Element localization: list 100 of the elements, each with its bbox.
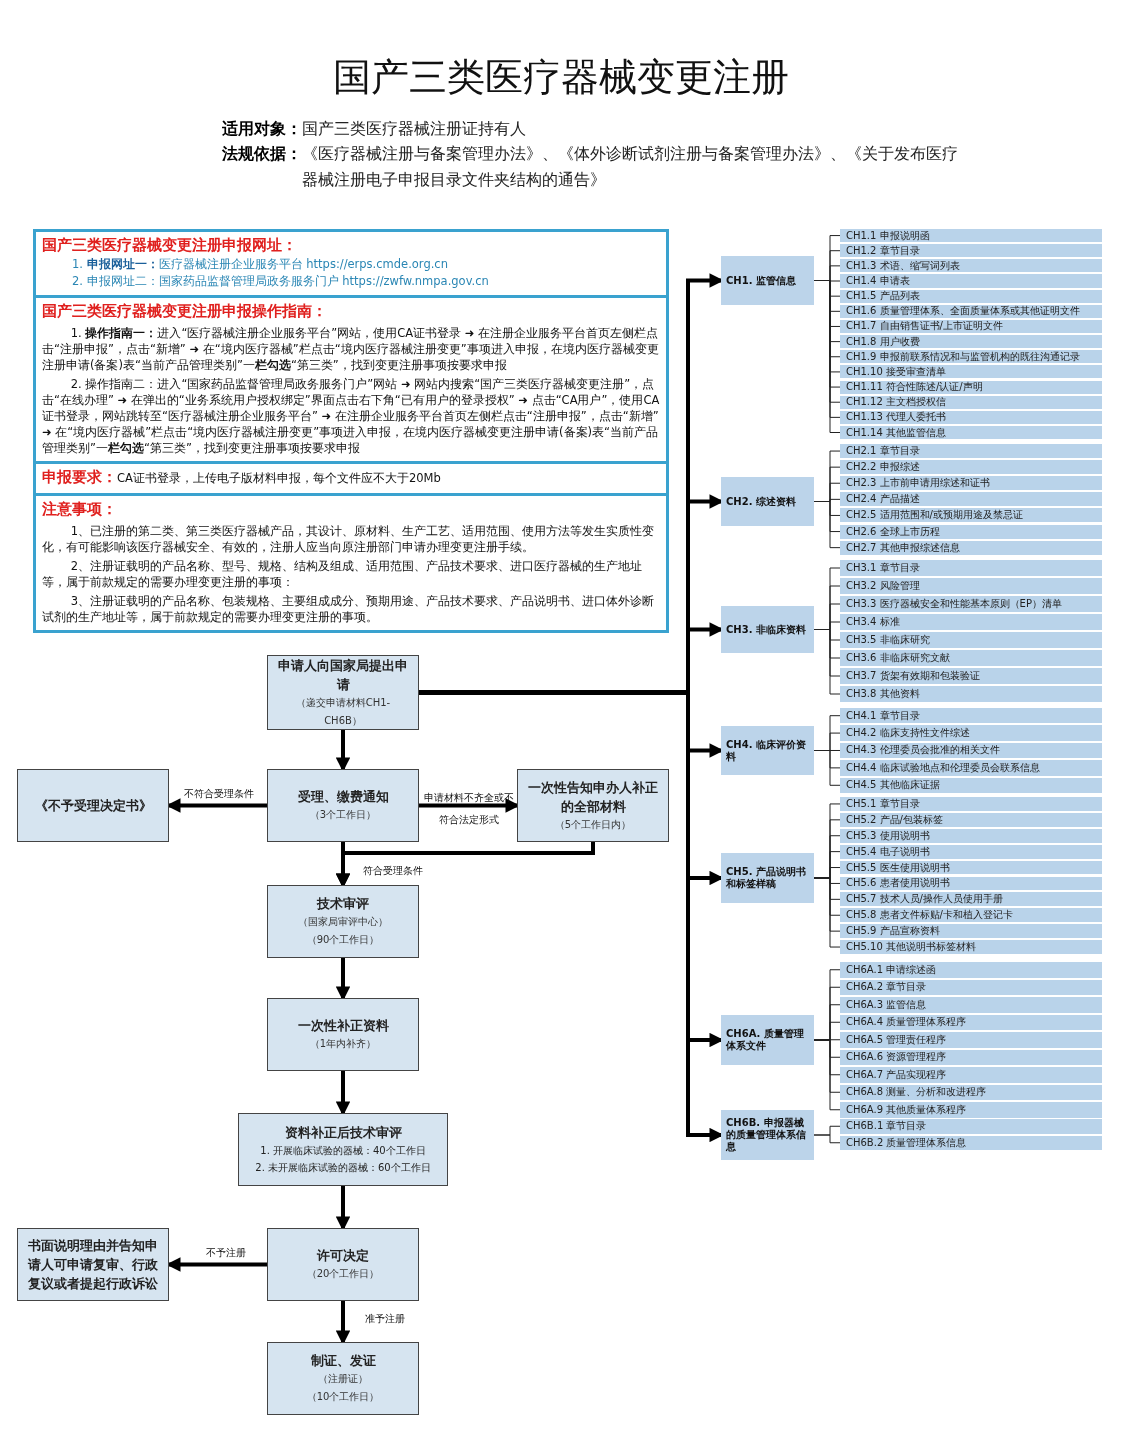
item-label: CH1.10 接受审查清单 xyxy=(846,364,946,379)
document-item-bar xyxy=(840,650,1102,666)
box-note: 2. 未开展临床试验的器械：60个工作日 xyxy=(255,1161,431,1175)
arrow xyxy=(419,798,520,813)
item-label: CH5.7 技术人员/操作人员使用手册 xyxy=(846,892,1003,907)
document-item-bar xyxy=(840,460,1102,475)
document-item-bar xyxy=(840,725,1102,741)
item-label: CH4.5 其他临床证据 xyxy=(846,778,940,793)
item-label: CH5.8 患者文件标贴/卡和植入登记卡 xyxy=(846,908,1013,923)
edge-label: 不予注册 xyxy=(205,1247,247,1259)
chapter-box xyxy=(721,853,814,903)
document-item-bar xyxy=(840,444,1102,459)
item-label: CH2.5 适用范围和/或预期用途及禁忌证 xyxy=(846,508,1023,523)
item-label: CH5.5 医生使用说明书 xyxy=(846,860,950,875)
item-label: CH1.14 其他监管信息 xyxy=(846,425,946,440)
document-item-bar xyxy=(840,289,1102,303)
connector-line xyxy=(813,877,841,948)
document-item-bar xyxy=(840,908,1102,923)
box-title: 《不予受理决定书》 xyxy=(34,797,152,815)
document-item-bar xyxy=(840,274,1102,288)
document-item-bar xyxy=(840,380,1102,394)
document-item-bar xyxy=(840,395,1102,409)
paragraph: 2. 操作指南二：进入“国家药品监督管理局政务服务门户”网站 ➜ 网站内搜索“国产三类医疗器械变更注册”，点击“在线办理” ➜ 在弹出的“业务系统用户授权绑定”界面点击右下角“已有用户的登录授权” ➜ 点击“CA用户”，使用CA证书登录，网站跳转至“医疗器械注册企业服务平台” ➜ 在注册企业服务平台首页左侧栏点击“注册申报”，点击“新增” ➜ 在“境内医疗器械”栏点击“境内医疗器械注册变更”事项进入申报，在境内医疗器械变更注册申请(备案)表“当前产品管理类别”一栏勾选“第三类”，找到变更注册事项按要求申报 xyxy=(42,376,660,456)
item-label: CH1.3 术语、缩写词列表 xyxy=(846,258,960,273)
document-item-bar xyxy=(840,614,1102,630)
chapter-title: CH5. 产品说明书和标签样稿 xyxy=(726,866,807,890)
box-note: 1. 开展临床试验的器械：40个工作日 xyxy=(260,1144,426,1158)
paragraph: CA证书登录，上传电子版材料申报，每个文件应不大于20Mb xyxy=(117,471,441,485)
item-label: CH1.11 符合性陈述/认证/声明 xyxy=(846,380,983,395)
process-box xyxy=(17,1228,169,1301)
item-label: CH3.6 非临床研究文献 xyxy=(846,651,950,665)
box-title: 技术审评 xyxy=(317,895,369,913)
arrow xyxy=(335,1071,351,1116)
chapter-title: CH6A. 质量管理体系文件 xyxy=(726,1028,805,1052)
item-label: CH3.7 货架有效期和包装验证 xyxy=(846,669,980,683)
page-title: 国产三类医疗器械变更注册 xyxy=(332,54,790,101)
document-item-bar xyxy=(840,476,1102,491)
document-item-bar xyxy=(840,892,1102,907)
paragraph: 2、注册证载明的产品名称、型号、规格、结构及组成、适用范围、产品技术要求、进口医疗器械的生产地址等，属于前款规定的需要办理变更注册的事项： xyxy=(42,558,644,590)
item-label: CH5.1 章节目录 xyxy=(846,796,920,811)
arrow xyxy=(335,958,351,1001)
info-panel xyxy=(33,229,669,298)
document-item-bar xyxy=(840,524,1102,539)
connector-line xyxy=(813,1134,841,1144)
item-label: CH1.8 用户收费 xyxy=(846,334,920,349)
chapter-title: CH6B. 申报器械的质量管理体系信息 xyxy=(726,1117,807,1153)
document-item-bar xyxy=(840,828,1102,843)
document-item-bar xyxy=(840,668,1102,684)
item-label: CH5.6 患者使用说明书 xyxy=(846,876,950,891)
process-box xyxy=(267,769,419,842)
item-label: CH5.2 产品/包装标签 xyxy=(846,812,943,827)
item-label: CH2.4 产品描述 xyxy=(846,492,920,507)
document-item-bar xyxy=(840,844,1102,859)
item-label: CH6A.2 章节目录 xyxy=(846,980,927,995)
box-title: 资料补正后技术审评 xyxy=(284,1124,402,1142)
document-item-bar xyxy=(840,742,1102,759)
box-title: 书面说明理由并告知申请人可申请复审、行政复议或者提起行政诉讼 xyxy=(28,1237,158,1293)
item-label: CH3.4 标准 xyxy=(846,615,900,629)
document-item-bar xyxy=(840,777,1102,793)
item-label: CH3.8 其他资料 xyxy=(846,687,920,701)
document-item-bar xyxy=(840,708,1102,724)
process-box xyxy=(238,1113,448,1186)
item-label: CH3.1 章节目录 xyxy=(846,561,920,575)
item-label: CH6A.4 质量管理体系程序 xyxy=(846,1015,967,1030)
item-label: CH1.1 申报说明函 xyxy=(846,228,930,243)
document-item-bar xyxy=(840,596,1102,612)
chapter-box xyxy=(721,1015,814,1065)
item-label: CH1.13 代理人委托书 xyxy=(846,410,946,425)
process-box xyxy=(267,1342,419,1415)
link-text: 1. 申报网址一：医疗器械注册企业服务平台 https://erps.cmde.org.cn xyxy=(71,256,449,273)
chapter-box xyxy=(721,726,814,775)
item-label: CH1.9 申报前联系情况和与监管机构的既往沟通记录 xyxy=(846,349,1080,364)
document-item-bar xyxy=(840,940,1102,954)
item-label: CH6B.1 章节目录 xyxy=(846,1119,927,1134)
document-item-bar xyxy=(840,1014,1102,1030)
box-note: （注册证） xyxy=(318,1372,368,1386)
document-item-bar xyxy=(840,1067,1102,1083)
chapter-title: CH4. 临床评价资料 xyxy=(726,738,807,763)
box-note: （国家局审评中心） xyxy=(298,915,388,929)
item-label: CH1.5 产品列表 xyxy=(846,289,920,304)
item-label: CH6A.7 产品实现程序 xyxy=(846,1067,947,1082)
item-label: CH4.1 章节目录 xyxy=(846,708,920,723)
box-title: 申请人向国家局提出申请 xyxy=(278,656,408,694)
process-box xyxy=(267,998,419,1071)
panel-heading: 注意事项： xyxy=(42,499,118,520)
item-label: CH5.9 产品宣称资料 xyxy=(846,924,940,939)
document-item-bar xyxy=(840,492,1102,507)
chapter-title: CH2. 综述资料 xyxy=(726,495,796,508)
panel-heading: 国产三类医疗器械变更注册申报操作指南： xyxy=(42,301,328,322)
chapter-box xyxy=(721,1110,814,1160)
document-item-bar xyxy=(840,962,1102,978)
arrow xyxy=(335,1186,351,1231)
paragraph: 1. 操作指南一：进入“医疗器械注册企业服务平台”网站，使用CA证书登录 ➜ 在注册企业服务平台首页左侧栏点击“注册申报”，点击“新增” ➜ 在“境内医疗器械”栏点击“境内医疗器械注册变更”事项进入申报，在境内医疗器械变更注册申请(备案)表“当前产品管理类别”一栏勾选“第三类”，找到变更注册事项按要求申报 xyxy=(42,325,660,373)
item-label: CH3.2 风险管理 xyxy=(846,579,920,593)
info-text: 适用对象：国产三类医疗器械注册证持有人 xyxy=(222,119,526,140)
arrow xyxy=(335,1301,351,1345)
connector-line xyxy=(813,1039,841,1111)
paragraph: 1、已注册的第二类、第三类医疗器械产品，其设计、原材料、生产工艺、适用范围、使用方法等发生实质性变化，有可能影响该医疗器械安全、有效的，注册人应当向原注册部门申请办理变更注册手续。 xyxy=(42,523,656,555)
item-label: CH4.3 伦理委员会批准的相关文件 xyxy=(846,743,1000,758)
box-note: （5个工作日内） xyxy=(554,817,632,832)
